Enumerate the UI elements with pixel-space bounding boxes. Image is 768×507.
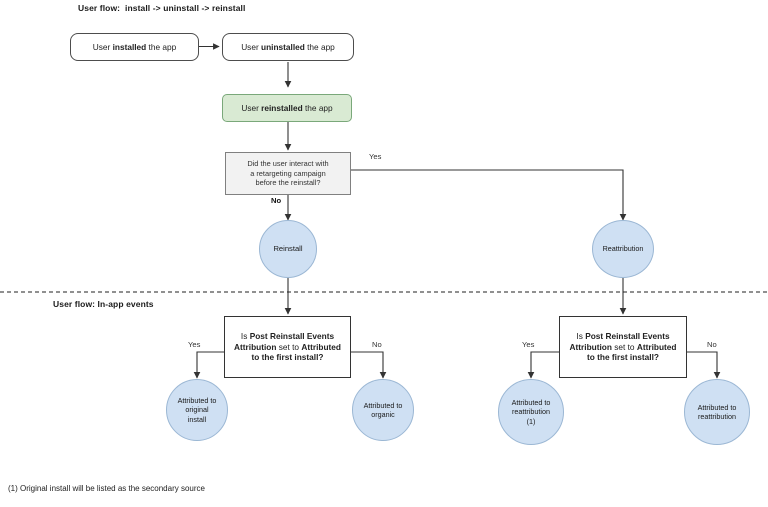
node-outcome-reattribution[interactable]: Attributed to reattribution bbox=[684, 379, 750, 445]
outcome-reattribution-1-line1: Attributed to bbox=[511, 397, 551, 407]
outcome-original-install-line3: install bbox=[187, 414, 207, 424]
pre-question-right-text: Is Post Reinstall Events Attribution set… bbox=[565, 331, 681, 363]
edge-yes-to-reattribution bbox=[351, 169, 627, 221]
uninstalled-bold: uninstalled bbox=[261, 41, 305, 52]
retargeting-question-line1: Did the user interact with bbox=[247, 159, 329, 169]
outcome-original-install-line1: Attributed to bbox=[177, 395, 217, 405]
node-retargeting-question[interactable]: Did the user interact with a retargeting… bbox=[225, 152, 351, 195]
outcome-organic-line1: Attributed to bbox=[363, 400, 403, 410]
node-reattribution-circle[interactable]: Reattribution bbox=[592, 220, 654, 278]
node-reinstall-circle[interactable]: Reinstall bbox=[259, 220, 317, 278]
uninstalled-prefix: User bbox=[241, 41, 262, 52]
node-user-reinstalled-text: User reinstalled the app bbox=[241, 103, 332, 114]
node-outcome-reattribution-1[interactable]: Attributed to reattribution (1) bbox=[498, 379, 564, 445]
outcome-reattribution-line1: Attributed to bbox=[697, 402, 737, 412]
pre-right-b2: Attributed to the first install? bbox=[587, 341, 677, 363]
edge-right-yes-to-reattribution-1 bbox=[527, 351, 559, 379]
section-title-inapp-events: User flow: In-app events bbox=[53, 299, 154, 309]
outcome-reattribution-line2: reattribution bbox=[698, 412, 736, 421]
pre-left-b1: Post Reinstall Events Attribution bbox=[234, 331, 335, 352]
node-user-uninstalled[interactable]: User uninstalled the app bbox=[222, 33, 354, 61]
installed-bold: installed bbox=[112, 41, 147, 52]
outcome-organic-line2: organic bbox=[371, 410, 395, 419]
node-outcome-organic[interactable]: Attributed to organic bbox=[352, 379, 414, 441]
pre-left-b2: Attributed to the first install? bbox=[251, 341, 341, 363]
pre-left-p1: Is bbox=[240, 331, 250, 342]
edge-label-no-right: No bbox=[707, 340, 717, 349]
edge-label-yes-right: Yes bbox=[522, 340, 535, 349]
edge-right-no-to-reattribution bbox=[687, 351, 721, 379]
node-user-installed-text: User installed the app bbox=[93, 42, 177, 53]
pre-left-p2: set to bbox=[276, 341, 302, 352]
node-user-uninstalled-text: User uninstalled the app bbox=[241, 42, 335, 53]
pre-question-left-text: Is Post Reinstall Events Attribution set… bbox=[230, 331, 345, 363]
reattribution-circle-label: Reattribution bbox=[602, 244, 644, 254]
node-outcome-original-install[interactable]: Attributed to original install bbox=[166, 379, 228, 441]
outcome-reattribution-1-line2: reattribution bbox=[512, 407, 550, 417]
node-post-reinstall-attribution-left[interactable]: Is Post Reinstall Events Attribution set… bbox=[224, 316, 351, 378]
reinstalled-prefix: User bbox=[241, 102, 262, 113]
edge-label-yes-left: Yes bbox=[188, 340, 201, 349]
edge-label-yes-retargeting: Yes bbox=[369, 152, 382, 161]
edge-label-no-retargeting: No bbox=[271, 196, 282, 205]
outcome-original-install-line2: original bbox=[185, 405, 209, 415]
footnote-secondary-source: (1) Original install will be listed as t… bbox=[8, 484, 205, 493]
reinstalled-bold: reinstalled bbox=[261, 102, 303, 113]
pre-right-p2: set to bbox=[611, 341, 637, 352]
node-user-installed[interactable]: User installed the app bbox=[70, 33, 199, 61]
section-title-install-flow: User flow: install -> uninstall -> reins… bbox=[78, 3, 246, 13]
edge-label-no-left: No bbox=[372, 340, 382, 349]
reinstall-circle-label: Reinstall bbox=[273, 244, 303, 254]
node-post-reinstall-attribution-right[interactable]: Is Post Reinstall Events Attribution set… bbox=[559, 316, 687, 378]
retargeting-question-line3: before the reinstall? bbox=[255, 178, 321, 188]
node-user-reinstalled[interactable]: User reinstalled the app bbox=[222, 94, 352, 122]
installed-prefix: User bbox=[92, 41, 113, 52]
uninstalled-suffix: the app bbox=[304, 41, 335, 52]
retargeting-question-line2: a retargeting campaign bbox=[250, 168, 326, 178]
pre-right-b1: Post Reinstall Events Attribution bbox=[569, 331, 670, 352]
pre-right-p1: Is bbox=[576, 331, 586, 342]
installed-suffix: the app bbox=[146, 41, 177, 52]
edge-left-no-to-organic bbox=[351, 351, 387, 379]
reinstalled-suffix: the app bbox=[302, 102, 333, 113]
outcome-reattribution-1-line3: (1) bbox=[526, 416, 536, 426]
edge-left-yes-to-original-install bbox=[193, 351, 224, 379]
